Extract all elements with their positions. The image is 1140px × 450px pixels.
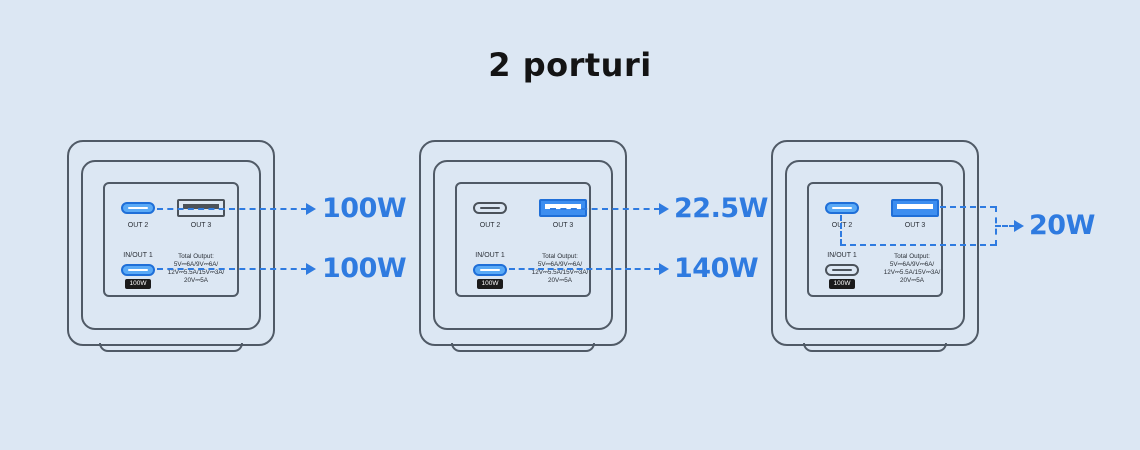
inout1-port [121, 264, 155, 276]
port-panel: OUT 2 OUT 3 IN/OUT 1 100W Total Output:5… [455, 182, 591, 297]
inout1-label: IN/OUT 1 [123, 252, 153, 259]
out2-combine-line [840, 215, 842, 245]
charger-config-2: OUT 2 OUT 3 IN/OUT 1 100W Total Output:5… [419, 140, 627, 352]
charger-body [771, 140, 979, 346]
inout1-label: IN/OUT 1 [475, 252, 505, 259]
arrow-icon [306, 263, 316, 275]
out3-combine-line [940, 206, 996, 208]
page-title: 2 porturi [488, 46, 652, 84]
total-output-spec: Total Output:5V⎓6A/9V⎓6A/12V⎓5.5A/15V⎓3A… [883, 253, 941, 284]
out3-label: OUT 3 [552, 222, 574, 229]
charger-foot [451, 343, 595, 352]
combined-watt-label: 20W [1029, 210, 1095, 241]
charger-config-3: OUT 2 OUT 3 IN/OUT 1 100W Total Output:5… [771, 140, 979, 352]
total-output-spec: Total Output:5V⎓6A/9V⎓6A/12V⎓5.5A/15V⎓3A… [167, 253, 225, 284]
out2-port [473, 202, 507, 214]
out3-label: OUT 3 [190, 222, 212, 229]
inout1-badge: 100W [125, 279, 151, 289]
charger-foot [99, 343, 243, 352]
inout1-port [473, 264, 507, 276]
port-panel: OUT 2 OUT 3 IN/OUT 1 100W Total Output:5… [103, 182, 239, 297]
charger-inset [433, 160, 613, 330]
charger-foot [803, 343, 947, 352]
inout1-port [825, 264, 859, 276]
inout1-power-line [157, 268, 307, 270]
out2-label: OUT 2 [831, 222, 853, 229]
charger-config-1: OUT 2 OUT 3 IN/OUT 1 100W Total Output:5… [67, 140, 275, 352]
arrow-icon [659, 263, 669, 275]
arrow-icon [306, 203, 316, 215]
out2-port [121, 202, 155, 214]
out2-watt-label: 100W [322, 193, 407, 224]
out3-watt-label: 22.5W [674, 193, 768, 224]
out3-port [891, 199, 939, 217]
inout1-badge: 100W [829, 279, 855, 289]
out2-power-line [157, 208, 307, 210]
inout1-watt-label: 140W [674, 253, 759, 284]
combined-power-line [995, 225, 1015, 227]
arrow-icon [1014, 220, 1024, 232]
inout1-badge: 100W [477, 279, 503, 289]
charger-body [419, 140, 627, 346]
inout1-power-line [509, 268, 660, 270]
out2-label: OUT 2 [127, 222, 149, 229]
inout1-label: IN/OUT 1 [827, 252, 857, 259]
port-panel: OUT 2 OUT 3 IN/OUT 1 100W Total Output:5… [807, 182, 943, 297]
out3-label: OUT 3 [904, 222, 926, 229]
arrow-icon [659, 203, 669, 215]
charger-inset [81, 160, 261, 330]
charger-body [67, 140, 275, 346]
out3-power-line [550, 208, 660, 210]
inout1-watt-label: 100W [322, 253, 407, 284]
out2-port [825, 202, 859, 214]
out2-label: OUT 2 [479, 222, 501, 229]
out2-combine-line [840, 244, 996, 246]
total-output-spec: Total Output:5V⎓6A/9V⎓6A/12V⎓5.5A/15V⎓3A… [531, 253, 589, 284]
